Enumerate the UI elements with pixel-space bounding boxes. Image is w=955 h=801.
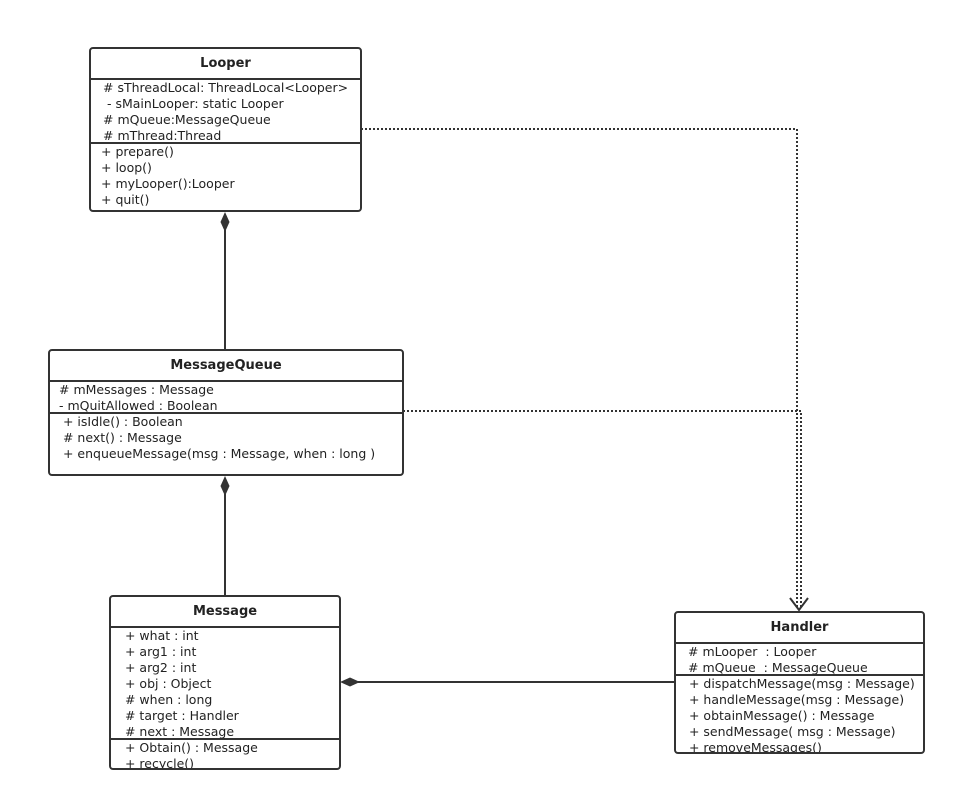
attribute: + obj : Object xyxy=(121,676,212,691)
class-handler[interactable]: Handler # mLooper : Looper # mQueue : Me… xyxy=(674,611,925,754)
method: + isIdle() : Boolean xyxy=(59,414,183,429)
attribute: # mQueue : MessageQueue xyxy=(688,660,868,675)
class-messagequeue[interactable]: MessageQueue # mMessages : Message - mQu… xyxy=(48,349,404,476)
attribute: - sMainLooper: static Looper xyxy=(103,96,284,111)
attribute: # target : Handler xyxy=(121,708,239,723)
attribute: # mLooper : Looper xyxy=(688,644,817,659)
method: + dispatchMessage(msg : Message) xyxy=(685,676,915,691)
composition-diamond-message xyxy=(340,677,360,687)
dependency-line-looper-handler xyxy=(361,128,798,609)
attribute: - mQuitAllowed : Boolean xyxy=(59,398,218,413)
attribute: # sThreadLocal: ThreadLocal<Looper> xyxy=(103,80,349,95)
method: + handleMessage(msg : Message) xyxy=(685,692,905,707)
attribute: # next : Message xyxy=(121,724,235,739)
class-handler-methods: + dispatchMessage(msg : Message) + handl… xyxy=(676,676,923,754)
class-handler-attributes: # mLooper : Looper # mQueue : MessageQue… xyxy=(676,644,923,676)
method: + removeMessages() xyxy=(685,740,822,754)
class-handler-title: Handler xyxy=(676,613,923,644)
class-messagequeue-attributes: # mMessages : Message - mQuitAllowed : B… xyxy=(50,382,402,414)
method: + recycle() xyxy=(121,756,195,770)
attribute: # mQueue:MessageQueue xyxy=(103,112,271,127)
class-message-attributes: + what : int + arg1 : int + arg2 : int +… xyxy=(111,628,339,740)
method: + loop() xyxy=(101,160,152,175)
class-message-title: Message xyxy=(111,597,339,628)
attribute: # mThread:Thread xyxy=(103,128,222,143)
method: + quit() xyxy=(101,192,150,207)
class-looper-attributes: # sThreadLocal: ThreadLocal<Looper> - sM… xyxy=(91,80,360,144)
composition-diamond-messagequeue xyxy=(220,476,230,496)
method: + enqueueMessage(msg : Message, when : l… xyxy=(59,446,376,461)
method: + obtainMessage() : Message xyxy=(685,708,875,723)
method: + Obtain() : Message xyxy=(121,740,258,755)
class-looper-methods: + prepare() + loop() + myLooper():Looper… xyxy=(91,144,360,208)
class-messagequeue-title: MessageQueue xyxy=(50,351,402,382)
class-looper-title: Looper xyxy=(91,49,360,80)
attribute: + arg1 : int xyxy=(121,644,197,659)
method: + prepare() xyxy=(101,144,174,159)
attribute: # when : long xyxy=(121,692,213,707)
class-messagequeue-methods: + isIdle() : Boolean # next() : Message … xyxy=(50,414,402,462)
class-looper[interactable]: Looper # sThreadLocal: ThreadLocal<Loope… xyxy=(89,47,362,212)
dependency-line-messagequeue-handler xyxy=(403,410,802,609)
method: + myLooper():Looper xyxy=(101,176,235,191)
attribute: + what : int xyxy=(121,628,199,643)
class-message-methods: + Obtain() : Message + recycle() xyxy=(111,740,339,770)
attribute: # mMessages : Message xyxy=(59,382,214,397)
dependency-arrowhead xyxy=(789,597,809,612)
class-message[interactable]: Message + what : int + arg1 : int + arg2… xyxy=(109,595,341,770)
attribute: + arg2 : int xyxy=(121,660,197,675)
composition-diamond-looper xyxy=(220,212,230,232)
method: # next() : Message xyxy=(59,430,182,445)
method: + sendMessage( msg : Message) xyxy=(685,724,896,739)
